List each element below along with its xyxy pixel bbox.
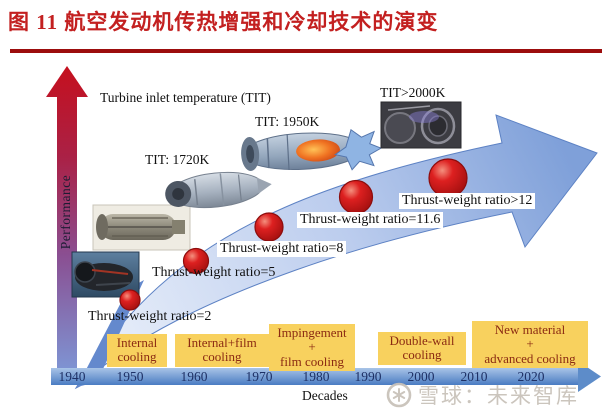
thrust-weight-ratio-8-label: Thrust-weight ratio=8 [217, 241, 347, 257]
stage-new-material-advanced-cooling: New material + advanced cooling [472, 321, 588, 368]
tick-1940: 1940 [58, 369, 86, 384]
stage-double-wall-cooling: Double-wall cooling [378, 332, 466, 365]
tick-1970: 1970 [245, 369, 273, 384]
tick-1960: 1960 [180, 369, 208, 384]
stage-internal-film-cooling: Internal+film cooling [175, 334, 269, 367]
engine-1950s-image [71, 251, 140, 298]
decades-axis-bar [51, 361, 601, 392]
watermark: 雪球：未来智库 [386, 380, 579, 408]
x-axis-label: Decades [302, 388, 348, 403]
milestone-dot-1 [119, 289, 141, 311]
thrust-weight-ratio-5-label: Thrust-weight ratio=5 [152, 265, 276, 280]
snowball-logo-icon [386, 382, 412, 408]
milestone-dot-3 [254, 212, 284, 242]
y-axis-label: Performance [58, 174, 73, 250]
tit-2000k-label: TIT>2000K [380, 85, 446, 100]
caption-divider-rule [10, 49, 602, 53]
tit-header-label: Turbine inlet temperature (TIT) [100, 90, 271, 105]
tick-1950: 1950 [116, 369, 144, 384]
engine-tit-2000k-image [380, 101, 462, 149]
afterburner-nozzle [334, 128, 383, 171]
thrust-weight-ratio-11-6-label: Thrust-weight ratio=11.6 [297, 212, 444, 228]
stage-impingement-film-cooling: Impingement + film cooling [269, 324, 355, 371]
tick-1990: 1990 [354, 369, 382, 384]
tick-2010: 2010 [460, 369, 488, 384]
thrust-weight-ratio-2-label: Thrust-weight ratio=2 [88, 309, 212, 324]
tick-1980: 1980 [302, 369, 330, 384]
tit-1950k-label: TIT: 1950K [255, 114, 320, 129]
milestone-dot-5 [428, 158, 468, 198]
milestone-dots [119, 158, 468, 311]
milestone-dot-4 [338, 179, 374, 215]
engine-tit-1720k-image [165, 171, 272, 209]
watermark-text: 雪球：未来智库 [418, 384, 579, 408]
stage-internal-cooling: Internal cooling [107, 334, 167, 367]
tick-2020: 2020 [517, 369, 545, 384]
tick-2000: 2000 [407, 369, 435, 384]
tit-1720k-label: TIT: 1720K [145, 152, 210, 167]
figure-caption: 图 11 航空发动机传热增强和冷却技术的演变 [8, 10, 439, 34]
performance-axis-arrow [46, 66, 88, 372]
thrust-weight-ratio-12-label: Thrust-weight ratio>12 [399, 193, 536, 209]
engine-1940s-image [92, 204, 191, 251]
engine-tit-1950k-image [241, 128, 383, 172]
milestone-dot-2 [182, 247, 210, 275]
